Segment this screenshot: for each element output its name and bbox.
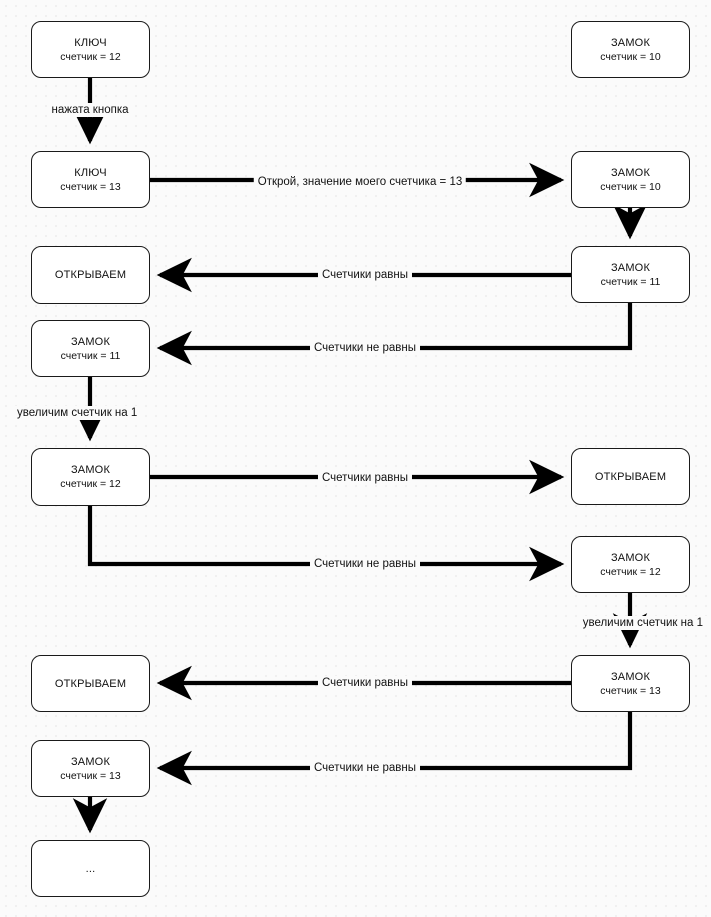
node-n9[interactable]: ОТКРЫВАЕМ (571, 448, 690, 505)
node-subtitle: счетчик = 13 (60, 769, 121, 782)
edge-label-e3: Счетчики равны (317, 268, 413, 282)
node-subtitle: счетчик = 12 (600, 565, 661, 578)
node-title: ЗАМОК (610, 36, 651, 49)
edge-label-e2: Открой, значение моего счетчика = 13 (253, 175, 467, 189)
edge-label-e1: нажата кнопка (47, 103, 133, 117)
connector-lock13-to-lock13l (156, 712, 633, 786)
edge-label-e6: Счетчики равны (317, 471, 413, 485)
node-title: ОТКРЫВАЕМ (54, 269, 127, 281)
node-title: КЛЮЧ (74, 166, 107, 179)
edge-label-e7: Счетчики не равны (310, 557, 420, 571)
node-title: ЗАМОК (610, 551, 651, 564)
node-n5[interactable]: ОТКРЫВАЕМ (31, 246, 150, 304)
node-title: ЗАМОК (610, 166, 651, 179)
node-subtitle: счетчик = 13 (60, 180, 121, 193)
node-subtitle: счетчик = 12 (60, 478, 121, 490)
connector-lock12-to-lock12r (87, 506, 565, 582)
edge-label-e5: увеличим счетчик на 1 (13, 406, 142, 420)
node-title: ... (85, 862, 96, 875)
node-title: ЗАМОК (70, 335, 111, 348)
node-title: ОТКРЫВАЕМ (54, 677, 127, 690)
node-n8[interactable]: ЗАМОК счетчик = 12 (31, 448, 150, 506)
edge-label-e4: Счетчики не равны (310, 341, 420, 355)
node-title: ОТКРЫВАЕМ (594, 470, 667, 483)
node-title: ЗАМОК (610, 261, 651, 274)
node-title: ЗАМОК (70, 464, 111, 476)
node-n14[interactable]: ... (31, 840, 150, 897)
node-subtitle: счетчик = 13 (600, 684, 661, 697)
node-n11[interactable]: ОТКРЫВАЕМ (31, 655, 150, 712)
node-title: ЗАМОК (610, 670, 651, 683)
edge-label-e9: Счетчики равны (317, 676, 413, 690)
node-subtitle: счетчик = 10 (600, 50, 661, 63)
node-subtitle: счетчик = 10 (600, 180, 661, 193)
node-title: ЗАМОК (70, 755, 111, 768)
node-title: КЛЮЧ (74, 36, 107, 49)
node-subtitle: счетчик = 12 (60, 50, 121, 63)
node-subtitle: счетчик = 11 (600, 275, 661, 288)
edge-label-e10: Счетчики не равны (310, 761, 420, 775)
node-subtitle: счетчик = 11 (60, 349, 121, 362)
edge-label-e8: увеличим счетчик на 1 (578, 616, 707, 630)
